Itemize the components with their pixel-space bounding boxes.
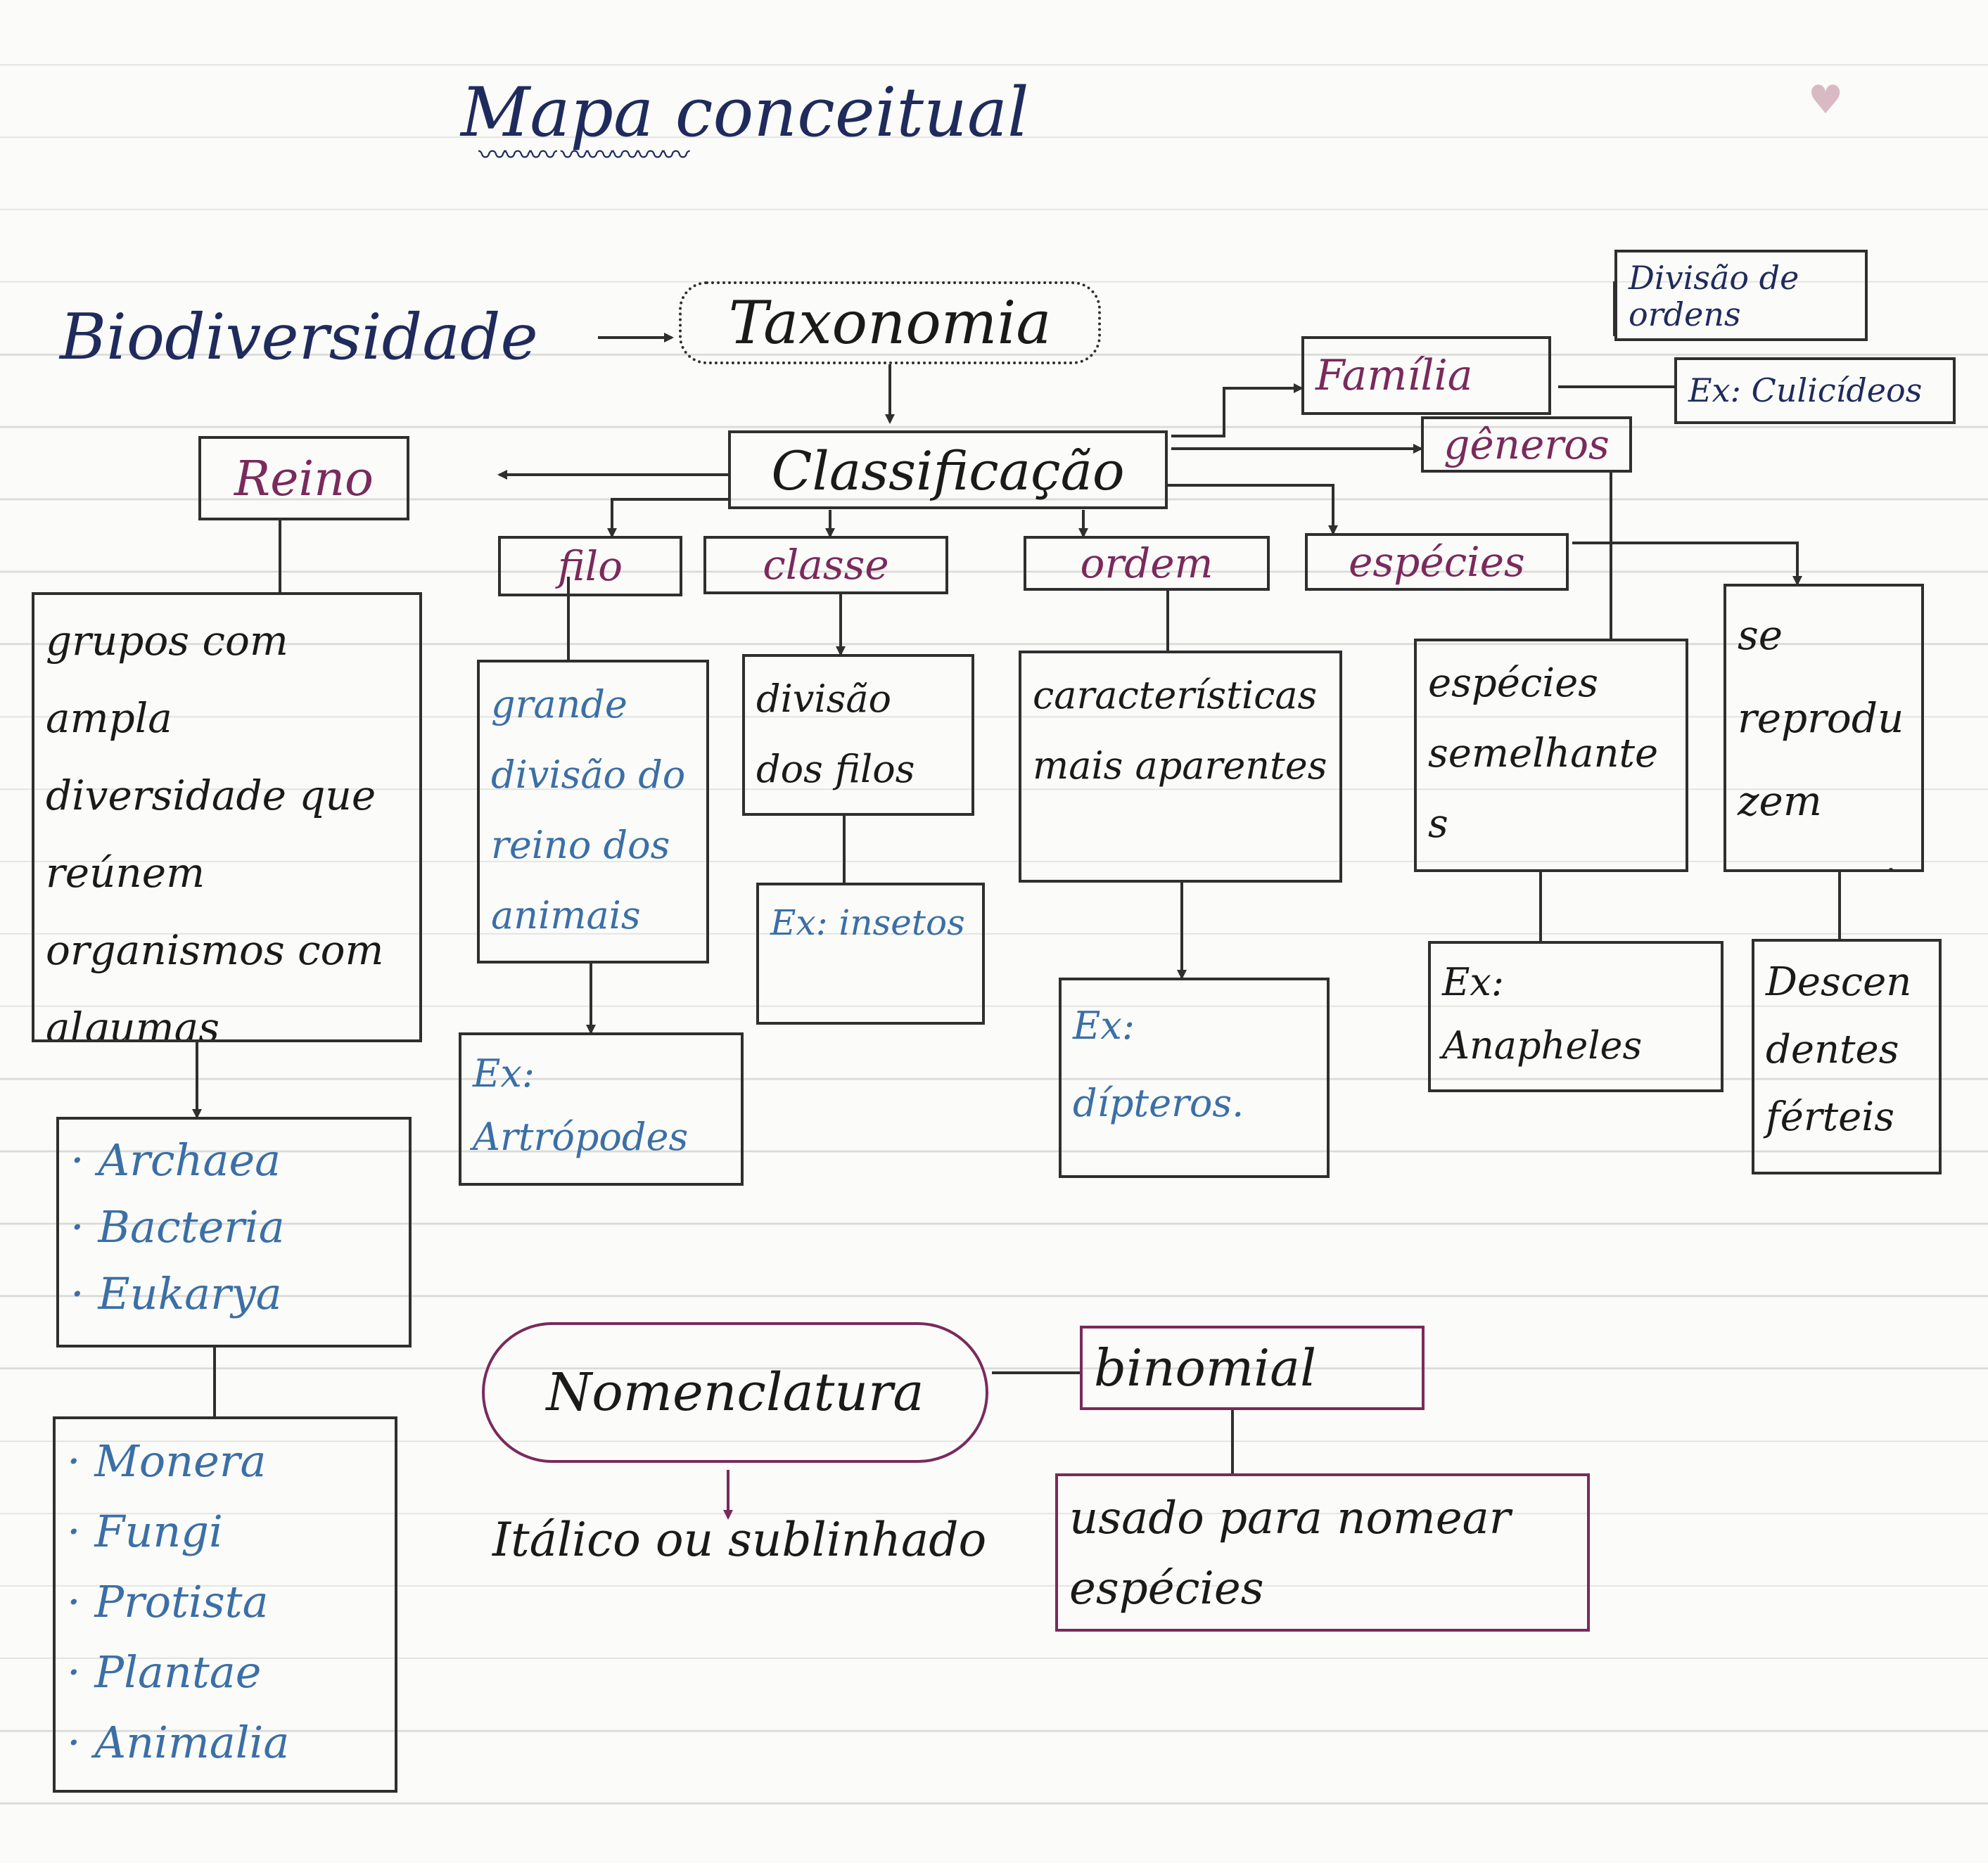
dominio-archaea: Archaea	[70, 1127, 397, 1193]
reino-plantae: Plantae	[67, 1637, 383, 1708]
node-familia-desc: Divisão de ordens	[1614, 250, 1868, 341]
edge-class-filo	[607, 498, 728, 538]
node-ordem-desc: características mais aparentes	[1019, 651, 1342, 883]
dominio-bacteria: Bacteria	[70, 1193, 397, 1260]
node-familia-ex: Ex: Culicídeos	[1674, 357, 1956, 424]
edge-especies-desc	[1572, 542, 1802, 586]
dominio-eukarya: Eukarya	[70, 1260, 397, 1327]
node-filo: filo	[498, 536, 682, 596]
node-especies-desc: se reproduzem entre si	[1723, 584, 1924, 872]
node-generos-desc: espécies semelhantes	[1414, 639, 1688, 872]
node-reino: Reino	[198, 436, 409, 520]
node-ordem-ex: Ex: dípteros.	[1059, 978, 1330, 1178]
node-biodiversidade: Biodiversidade	[60, 300, 538, 374]
node-classe-desc: divisão dos filos	[742, 654, 974, 816]
heart-icon: ♥	[1808, 77, 1844, 123]
node-generos: gêneros	[1421, 416, 1632, 473]
node-especies: espécies	[1305, 533, 1569, 591]
node-filo-desc: grande divisão do reino dos animais	[477, 660, 709, 963]
node-reino-desc: grupos com ampla diversidade que reúnem …	[32, 592, 422, 1042]
page-title: Mapa conceitual	[461, 73, 1029, 152]
reino-animalia: Animalia	[67, 1708, 383, 1778]
node-familia: Família	[1301, 336, 1551, 415]
edge-class-especies	[1168, 484, 1338, 535]
node-generos-ex: Ex: Anapheles	[1428, 941, 1723, 1092]
node-classe-ex: Ex: insetos	[756, 883, 985, 1025]
node-nomenclatura-desc: Itálico ou sublinhado	[492, 1513, 987, 1567]
node-binomial: binomial	[1080, 1326, 1425, 1410]
node-especies-ex: Descendentes férteis	[1752, 939, 1942, 1174]
reino-monera: Monera	[67, 1426, 383, 1497]
edge-class-familia	[1171, 383, 1304, 437]
node-reinos: Monera Fungi Protista Plantae Animalia	[53, 1416, 397, 1793]
node-filo-ex: Ex: Artrópodes	[459, 1032, 744, 1186]
reino-fungi: Fungi	[67, 1497, 383, 1567]
node-nomenclatura: Nomenclatura	[482, 1322, 988, 1463]
node-dominios: Archaea Bacteria Eukarya	[56, 1117, 412, 1347]
node-classificacao: Classificação	[728, 430, 1168, 509]
reino-protista: Protista	[67, 1567, 383, 1637]
node-classe: classe	[703, 536, 948, 594]
node-binomial-desc: usado para nomear espécies	[1055, 1473, 1590, 1632]
node-taxonomia: Taxonomia	[679, 281, 1101, 364]
node-ordem: ordem	[1024, 536, 1270, 591]
title-underline: 〰〰〰 〰〰〰〰〰	[478, 139, 690, 172]
